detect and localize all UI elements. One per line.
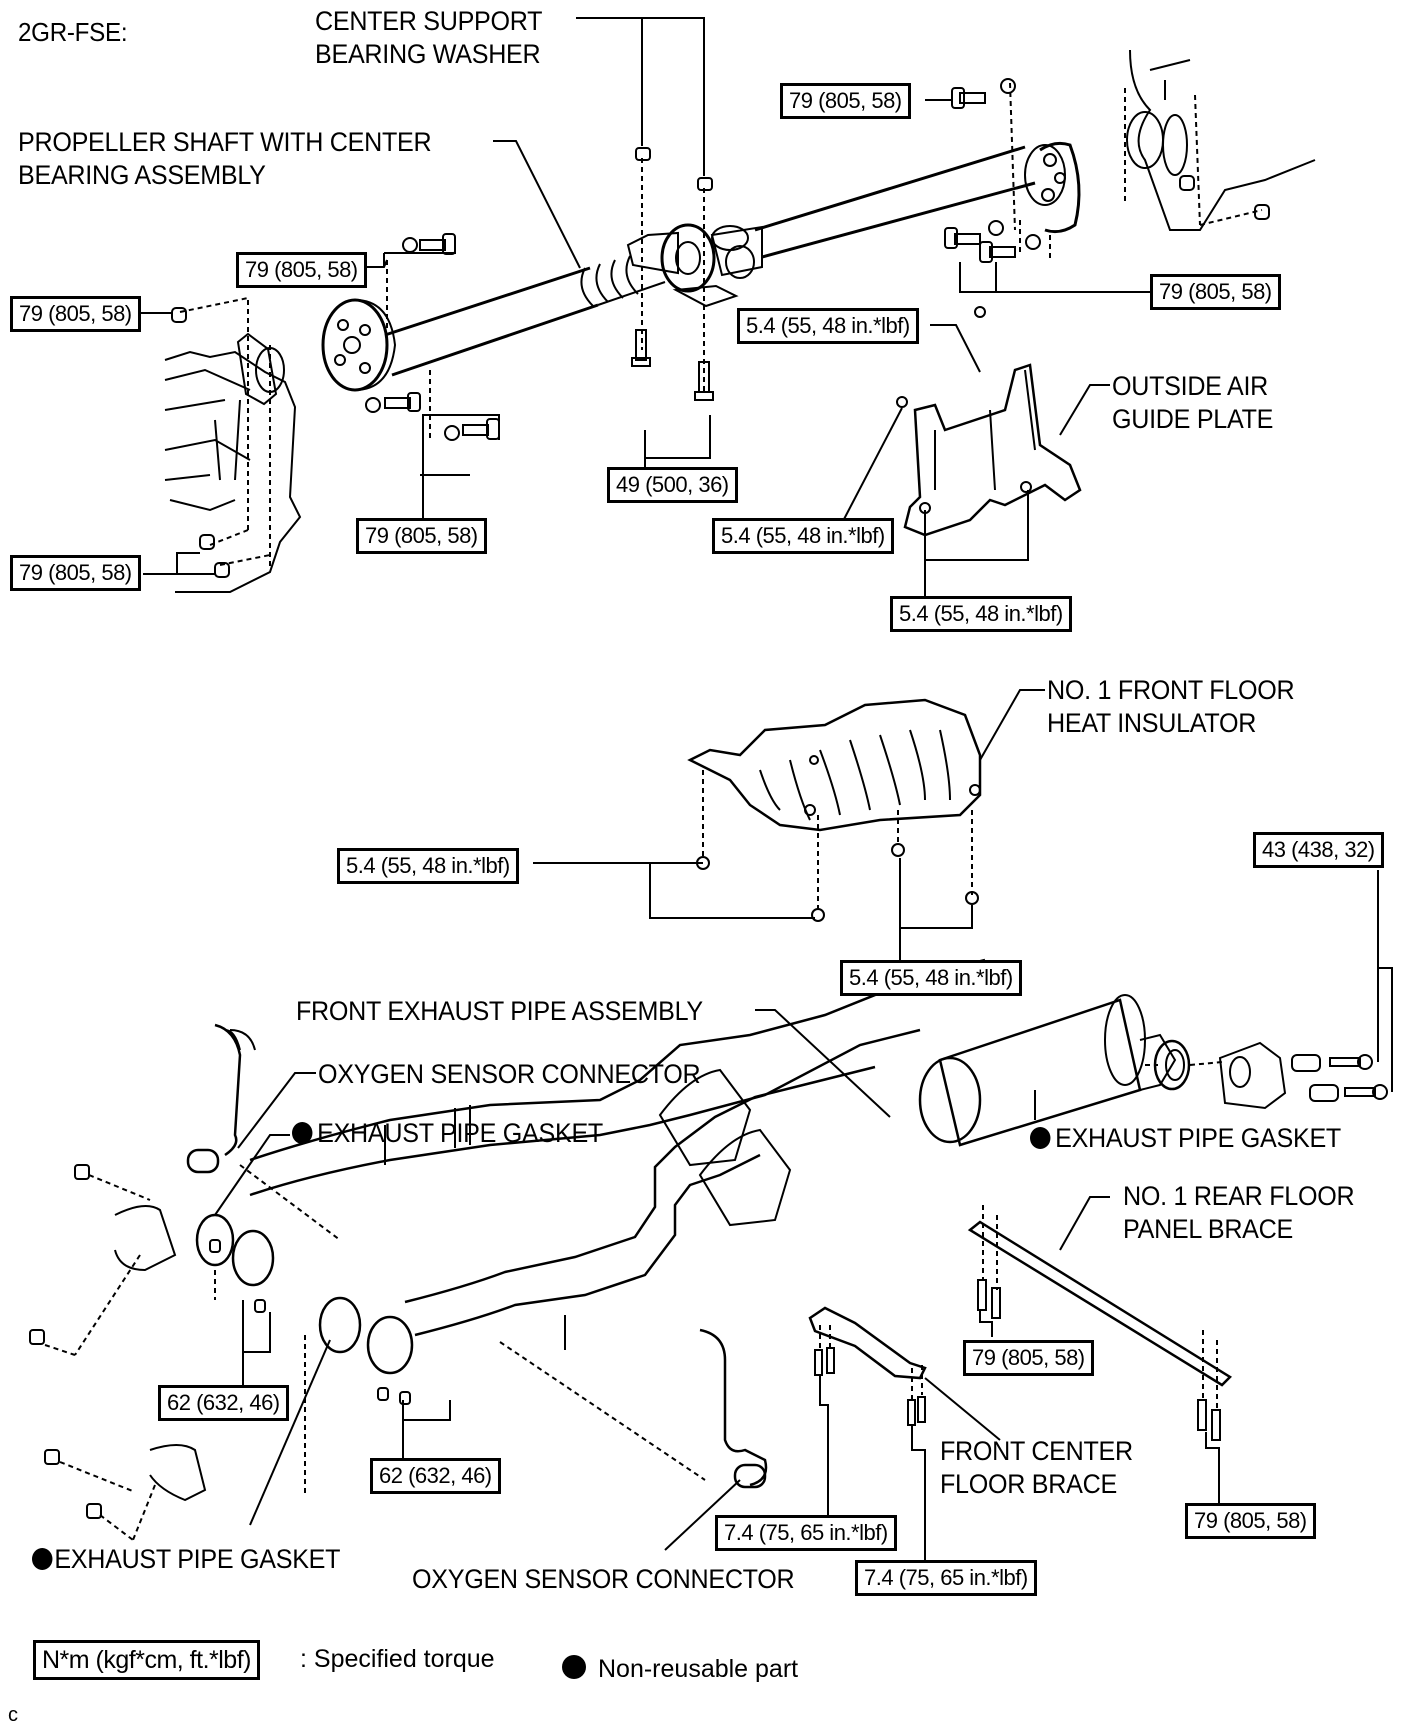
- label-line: BEARING ASSEMBLY: [18, 160, 266, 190]
- label-text: EXHAUST PIPE GASKET: [1055, 1123, 1341, 1153]
- heat-insulator: [687, 698, 982, 832]
- front-exhaust-pipe: [249, 958, 986, 1350]
- label-line: FRONT CENTER: [940, 1436, 1133, 1466]
- label-line: CENTER SUPPORT: [315, 6, 543, 36]
- torque-rear-brace-right: 79 (805, 58): [1185, 1503, 1316, 1539]
- rear-flex-coupling: [1024, 141, 1081, 234]
- label-line: FLOOR BRACE: [940, 1469, 1117, 1499]
- legend-nonreusable-text: Non-reusable part: [598, 1655, 799, 1683]
- shaft-fasteners: [179, 82, 1263, 570]
- leader-lines: [140, 17, 1393, 1570]
- legend-nonreusable: Non-reusable part: [562, 1654, 798, 1684]
- torque-front-flange-bottom: 79 (805, 58): [356, 518, 487, 554]
- torque-air-guide-left: 5.4 (55, 48 in.*lbf): [712, 518, 894, 554]
- label-line: GUIDE PLATE: [1112, 404, 1274, 434]
- corner-code: C: [8, 1704, 18, 1726]
- label-oxygen-sensor-lower: OXYGEN SENSOR CONNECTOR: [412, 1564, 795, 1594]
- label-line: NO. 1 REAR FLOOR: [1123, 1181, 1355, 1211]
- label-text: EXHAUST PIPE GASKET: [54, 1544, 341, 1574]
- torque-manifold-right-bolts: 62 (632, 46): [370, 1458, 501, 1494]
- torque-insulator-left: 5.4 (55, 48 in.*lbf): [337, 848, 519, 884]
- label-propeller-shaft: PROPELLER SHAFT WITH CENTER BEARING ASSE…: [18, 126, 432, 192]
- front-center-floor-brace: [808, 1306, 927, 1426]
- torque-air-guide-bottom: 5.4 (55, 48 in.*lbf): [890, 596, 1072, 632]
- torque-rear-flange-bottom: 79 (805, 58): [1150, 274, 1281, 310]
- muffler: [918, 994, 1177, 1147]
- legend-torque-unit-box: N*m (kgf*cm, ft.*lbf): [33, 1640, 260, 1680]
- label-outside-air-guide: OUTSIDE AIR GUIDE PLATE: [1112, 370, 1273, 436]
- outside-air-guide-plate: [896, 306, 1082, 537]
- torque-manifold-left-bolts: 62 (632, 46): [158, 1385, 289, 1421]
- torque-transmission-bottom-nuts: 79 (805, 58): [10, 555, 141, 591]
- nonreusable-dot-icon: [1030, 1127, 1051, 1149]
- insulator-fasteners: [702, 770, 973, 910]
- center-bearing: [626, 223, 763, 308]
- label-oxygen-sensor-upper: OXYGEN SENSOR CONNECTOR: [318, 1059, 701, 1089]
- torque-air-guide-top: 5.4 (55, 48 in.*lbf): [737, 308, 919, 344]
- label-line: PROPELLER SHAFT WITH CENTER: [18, 127, 432, 157]
- label-line: NO. 1 FRONT FLOOR: [1047, 675, 1295, 705]
- torque-center-bearing-bolts: 49 (500, 36): [607, 467, 738, 503]
- torque-rear-brace-left: 79 (805, 58): [963, 1340, 1094, 1376]
- label-line: BEARING WASHER: [315, 39, 541, 69]
- label-gasket-left-upper: EXHAUST PIPE GASKET: [292, 1117, 603, 1150]
- oxygen-sensors: [186, 1023, 768, 1489]
- rear-gasket-flange: [1145, 1039, 1388, 1110]
- propeller-shaft: [384, 145, 1036, 377]
- label-front-exhaust-pipe: FRONT EXHAUST PIPE ASSEMBLY: [296, 996, 703, 1026]
- label-heat-insulator: NO. 1 FRONT FLOOR HEAT INSULATOR: [1047, 674, 1295, 740]
- differential-housing: [1126, 49, 1316, 231]
- label-front-center-brace: FRONT CENTER FLOOR BRACE: [940, 1435, 1133, 1501]
- label-line: HEAT INSULATOR: [1047, 708, 1257, 738]
- label-text: EXHAUST PIPE GASKET: [317, 1118, 603, 1148]
- rear-floor-panel-brace: [967, 1205, 1232, 1441]
- label-line: OUTSIDE AIR: [1112, 371, 1268, 401]
- nonreusable-dot-icon: [562, 1655, 586, 1679]
- legend-torque-desc: : Specified torque: [300, 1645, 495, 1673]
- torque-exhaust-rear-bolts: 43 (438, 32): [1253, 832, 1384, 868]
- label-gasket-right: EXHAUST PIPE GASKET: [1030, 1122, 1341, 1155]
- torque-rear-flange-top: 79 (805, 58): [780, 83, 911, 119]
- label-center-support-washer: CENTER SUPPORT BEARING WASHER: [315, 5, 543, 71]
- torque-center-brace-right: 7.4 (75, 65 in.*lbf): [855, 1560, 1037, 1596]
- label-rear-floor-brace: NO. 1 REAR FLOOR PANEL BRACE: [1123, 1180, 1355, 1246]
- torque-transmission-top-nut: 79 (805, 58): [10, 296, 141, 332]
- label-gasket-left-lower: EXHAUST PIPE GASKET: [32, 1543, 340, 1576]
- left-gaskets-flanges: [29, 1164, 706, 1541]
- torque-insulator-bottom: 5.4 (55, 48 in.*lbf): [840, 960, 1022, 996]
- torque-front-flange-top: 79 (805, 58): [236, 252, 367, 288]
- label-line: PANEL BRACE: [1123, 1214, 1293, 1244]
- nonreusable-dot-icon: [292, 1122, 313, 1144]
- front-flex-coupling: [321, 298, 397, 392]
- engine-label: 2GR-FSE:: [18, 17, 128, 47]
- torque-center-brace-left: 7.4 (75, 65 in.*lbf): [715, 1515, 897, 1551]
- bolts-nuts: [171, 78, 1270, 578]
- nonreusable-dot-icon: [32, 1548, 53, 1570]
